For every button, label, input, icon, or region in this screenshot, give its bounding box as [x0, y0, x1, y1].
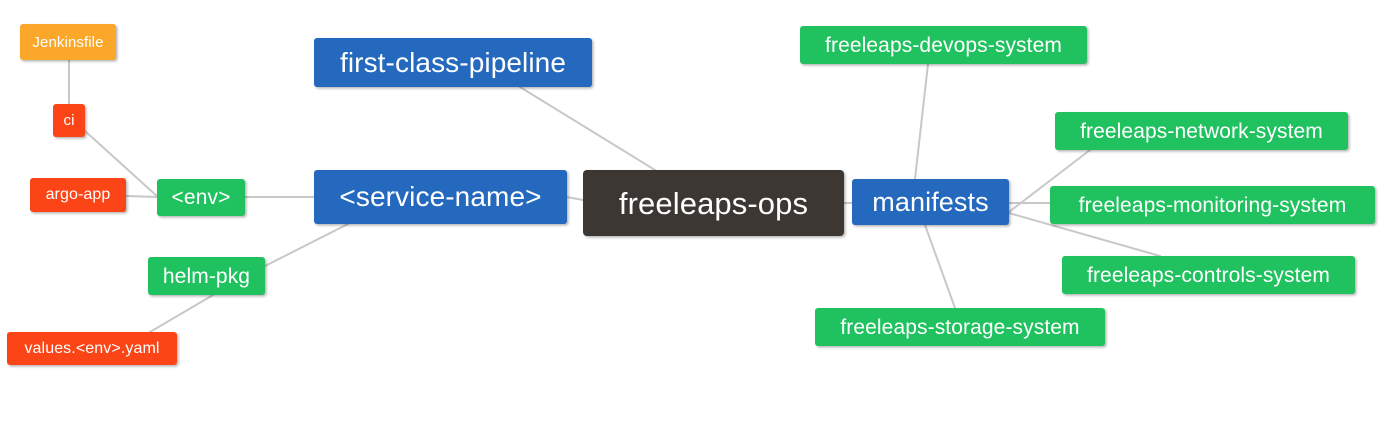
mindmap-node-label: freeleaps-storage-system	[840, 315, 1080, 339]
mindmap-node-label: manifests	[872, 186, 989, 217]
mindmap-node-freeleaps-controls-system[interactable]: freeleaps-controls-system	[1062, 256, 1355, 294]
mindmap-node-freeleaps-devops-system[interactable]: freeleaps-devops-system	[800, 26, 1087, 64]
mindmap-node-label: freeleaps-devops-system	[825, 33, 1062, 57]
mindmap-node-label: first-class-pipeline	[339, 46, 567, 78]
mindmap-node-label: values.<env>.yaml	[24, 339, 160, 357]
mindmap-node-label: ci	[63, 112, 75, 129]
edge-manifests-to-freeleaps-devops-system	[914, 63, 929, 180]
edge-values-yaml-to-helm-pkg	[149, 294, 214, 333]
mindmap-node-label: argo-app	[45, 186, 111, 203]
mindmap-node-label: Jenkinsfile	[32, 33, 104, 51]
mindmap-node-env[interactable]: <env>	[157, 179, 245, 216]
mindmap-node-values-yaml[interactable]: values.<env>.yaml	[7, 332, 177, 365]
mindmap-node-ci[interactable]: ci	[53, 104, 85, 137]
mindmap-node-freeleaps-storage-system[interactable]: freeleaps-storage-system	[815, 308, 1105, 346]
edge-first-class-pipeline-to-freeleaps-ops	[519, 86, 656, 171]
mindmap-node-label: freeleaps-controls-system	[1087, 263, 1330, 287]
mindmap-node-first-class-pipeline[interactable]: first-class-pipeline	[314, 38, 592, 87]
edge-service-name-to-freeleaps-ops	[566, 196, 584, 201]
mindmap-node-label: <service-name>	[339, 181, 542, 212]
mindmap-node-jenkinsfile[interactable]: Jenkinsfile	[20, 24, 116, 60]
mindmap-node-argo-app[interactable]: argo-app	[30, 178, 126, 212]
edge-helm-pkg-to-service-name	[264, 223, 349, 267]
mindmap-node-label: <env>	[171, 186, 231, 209]
mindmap-node-label: freeleaps-monitoring-system	[1078, 193, 1347, 217]
mindmap-node-manifests[interactable]: manifests	[852, 179, 1009, 225]
edge-argo-app-to-env	[125, 195, 158, 198]
mindmap-node-freeleaps-ops[interactable]: freeleaps-ops	[583, 170, 844, 236]
mindmap-node-label: freeleaps-ops	[618, 185, 809, 221]
mindmap-node-freeleaps-monitoring-system[interactable]: freeleaps-monitoring-system	[1050, 186, 1375, 224]
mindmap-node-label: freeleaps-network-system	[1080, 119, 1323, 143]
edge-manifests-to-freeleaps-storage-system	[924, 224, 956, 309]
mindmap-node-helm-pkg[interactable]: helm-pkg	[148, 257, 265, 295]
mindmap-node-service-name[interactable]: <service-name>	[314, 170, 567, 224]
mindmap-node-freeleaps-network-system[interactable]: freeleaps-network-system	[1055, 112, 1348, 150]
mindmap-node-label: helm-pkg	[162, 264, 251, 288]
